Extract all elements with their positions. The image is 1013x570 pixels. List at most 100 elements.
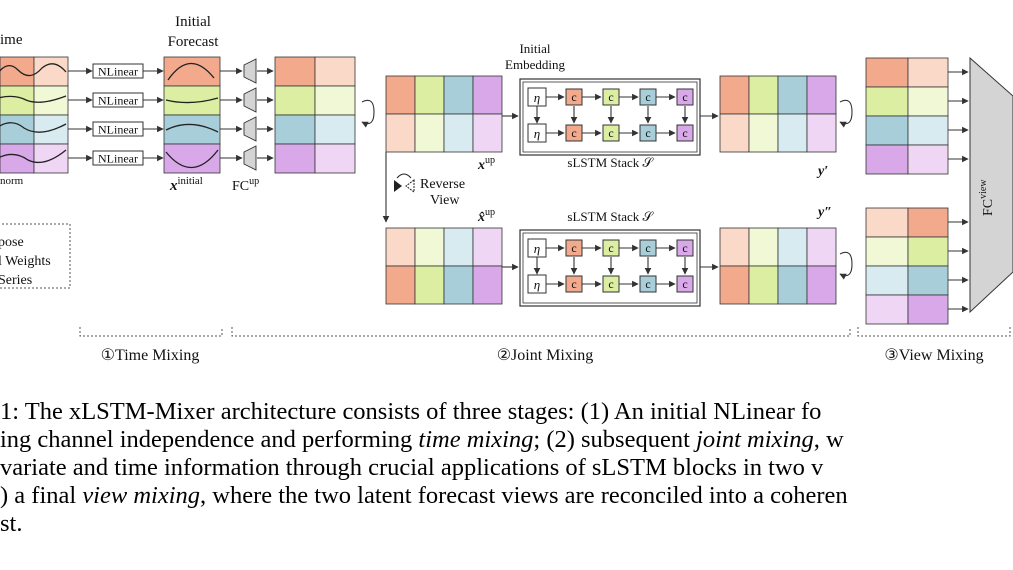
x-up-cell <box>385 113 416 153</box>
y-double-prime-cell <box>719 227 750 267</box>
series-cell <box>33 56 69 87</box>
slstm-cell-label: c <box>645 126 650 140</box>
reverse-view-icon <box>405 179 415 193</box>
caption-text: , where the two latent forecast views ar… <box>200 482 848 509</box>
view2-cell <box>907 294 949 325</box>
x-hat-up-cell <box>414 265 445 305</box>
x-initial-label: xinitial <box>169 175 203 194</box>
y-prime-cell <box>806 113 837 153</box>
x-up-cell <box>443 75 474 115</box>
x-hat-up-cell <box>443 227 474 267</box>
up-cell <box>314 56 356 87</box>
up-cell <box>274 85 316 116</box>
purpose-box <box>0 223 71 289</box>
slstm-stack-label: sLSTM Stack 𝒮 <box>567 209 654 224</box>
y-prime-cell <box>719 113 750 153</box>
forecast-curve <box>165 149 219 169</box>
series-curve <box>0 95 67 103</box>
up-cell <box>274 114 316 145</box>
view2-cell <box>865 294 909 325</box>
eta-symbol: η <box>534 90 540 105</box>
figure-caption: 1: The xLSTM-Mixer architecture consists… <box>0 398 1013 538</box>
series-cell <box>33 114 69 145</box>
stage-view-mixing: ③View Mixing <box>884 347 983 364</box>
x-hat-up-cell <box>385 265 416 305</box>
view2-cell <box>907 207 949 238</box>
x-up-cell <box>472 113 503 153</box>
caption-text: ing channel independence and performing <box>0 426 419 453</box>
caption-text: , w <box>813 426 844 453</box>
stage-bracket <box>857 327 1011 337</box>
x-hat-up-label: x̂up <box>477 207 495 225</box>
y-prime-cell <box>806 75 837 115</box>
x-up-cell <box>443 113 474 153</box>
x-hat-up-cell <box>472 227 503 267</box>
norm-label: norm <box>0 175 24 187</box>
slstm-cell-label: c <box>682 277 687 291</box>
fc-view-label: FCview <box>978 179 996 216</box>
slstm-cell-label: c <box>571 126 576 140</box>
slstm-cell-label: c <box>608 241 613 255</box>
y-double-prime-cell <box>806 265 837 305</box>
forecast-curve <box>165 123 219 133</box>
caption-emphasis: view mixing <box>82 482 201 509</box>
series-cell <box>0 114 35 145</box>
up-cell <box>314 85 356 116</box>
slstm-cell-label: c <box>571 241 576 255</box>
y-double-prime-cell <box>777 227 808 267</box>
initial-embedding-title: Initial <box>519 41 550 56</box>
eta-symbol: η <box>534 277 540 292</box>
slstm-cell-label: c <box>608 90 613 104</box>
caption-text: 1: The xLSTM-Mixer architecture consists… <box>0 398 822 425</box>
slstm-cell <box>676 88 694 106</box>
stage-joint-mixing: ②Joint Mixing <box>497 347 594 364</box>
y-prime-cell <box>748 75 779 115</box>
reverse-view-icon <box>396 173 412 179</box>
fc-up-block <box>243 145 257 171</box>
stage-time-mixing: ①Time Mixing <box>101 347 200 364</box>
up-cell <box>274 143 316 174</box>
x-up-cell <box>385 75 416 115</box>
view2-cell <box>865 265 909 296</box>
purpose-label: pose <box>0 235 24 250</box>
transpose-icon <box>839 99 853 128</box>
x-hat-up-cell <box>443 265 474 305</box>
y-prime-cell <box>719 75 750 115</box>
view1-cell <box>907 115 949 146</box>
caption-text: ) a final <box>0 482 83 509</box>
caption-emphasis: time mixing <box>418 426 534 453</box>
view2-cell <box>907 236 949 267</box>
view1-cell <box>865 86 909 117</box>
x-up-label: xup <box>477 155 495 173</box>
up-cell <box>314 143 356 174</box>
y-double-prime-cell <box>777 265 808 305</box>
view2-cell <box>865 236 909 267</box>
eta-symbol: η <box>534 241 540 256</box>
caption-text: variate and time information through cru… <box>0 454 824 481</box>
slstm-stack-label: sLSTM Stack 𝒮 <box>567 155 654 170</box>
view2-cell <box>865 207 909 238</box>
forecast-cell <box>163 85 221 116</box>
transpose-icon <box>839 251 853 280</box>
fc-up-block <box>243 116 257 142</box>
nlinear-label: NLinear <box>98 65 138 79</box>
caption-emphasis: joint mixing <box>696 426 814 453</box>
caption-line-2: ing channel independence and performing … <box>0 426 1013 454</box>
view1-cell <box>907 57 949 88</box>
stage-bracket <box>231 327 851 337</box>
series-curve <box>0 122 67 133</box>
view2-cell <box>907 265 949 296</box>
slstm-cell-label: c <box>682 90 687 104</box>
nlinear-label: NLinear <box>98 94 138 108</box>
view1-cell <box>865 57 909 88</box>
purpose-label: l Weights <box>0 254 51 269</box>
slstm-cell <box>676 239 694 257</box>
caption-line-4: ) a final view mixing, where the two lat… <box>0 482 1013 510</box>
up-cell <box>274 56 316 87</box>
reverse-view-label: Reverse <box>420 177 465 192</box>
fc-up-block <box>243 87 257 113</box>
view1-cell <box>865 144 909 175</box>
nlinear-label: NLinear <box>98 123 138 137</box>
reverse-view-label: View <box>430 193 460 208</box>
time-label: ime <box>0 32 23 48</box>
